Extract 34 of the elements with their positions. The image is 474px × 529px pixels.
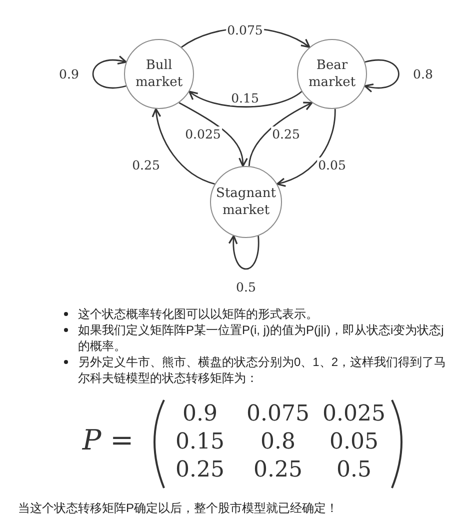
edge-label: 0.9 (58, 66, 80, 82)
matrix-entry: 0.9 (182, 402, 218, 426)
note-text: 当这个状态转移矩阵P确定以后，整个股市模型就已经确定！ (18, 500, 340, 516)
bullet-text: 这个状态概率转化图可以以矩阵的形式表示。 (78, 306, 319, 322)
matrix-entry: 0.25 (254, 458, 302, 482)
matrix-entry: 0.15 (176, 430, 224, 454)
edge-label: 0.25 (271, 126, 301, 142)
arrow (188, 90, 302, 108)
edge-label: 0.8 (412, 66, 434, 82)
edge-label: 0.25 (131, 158, 161, 172)
arrow (178, 102, 248, 167)
matrix-label: P = (82, 424, 134, 456)
state-circle: Bull market (124, 39, 194, 109)
arrow (92, 56, 127, 89)
edge-label: 0.075 (226, 22, 264, 38)
matrix-entry: 0.025 (322, 402, 386, 426)
edge-label: 0.5 (235, 280, 257, 294)
arrow (276, 108, 336, 186)
matrix-entry: 0.8 (260, 430, 296, 454)
bullet-text: 另外定义牛市、熊市、横盘的状态分别为0、1、2，这样我们得到了马尔科夫链模型的状态转移矩阵为： (78, 354, 448, 386)
arrow (152, 108, 216, 185)
edge-label: 0.05 (317, 158, 347, 172)
matrix-entry: 0.25 (176, 458, 224, 482)
arrow (228, 235, 260, 270)
matrix-entry: 0.05 (330, 430, 378, 454)
arrow (248, 102, 313, 166)
state-circle: Bear market (297, 39, 367, 109)
edge-label: 0.15 (230, 90, 260, 106)
matrix-entry: 0.075 (246, 402, 310, 426)
bullet-text: 如果我们定义矩阵阵P某一位置P(i, j)的值为P(j|i)，即从状态i变为状态j的概率。 (78, 322, 445, 354)
arrow (364, 60, 400, 92)
matrix-entry: 0.5 (336, 458, 372, 482)
edge-label: 0.025 (184, 126, 222, 142)
state-circle: Stagnant market (210, 166, 282, 238)
